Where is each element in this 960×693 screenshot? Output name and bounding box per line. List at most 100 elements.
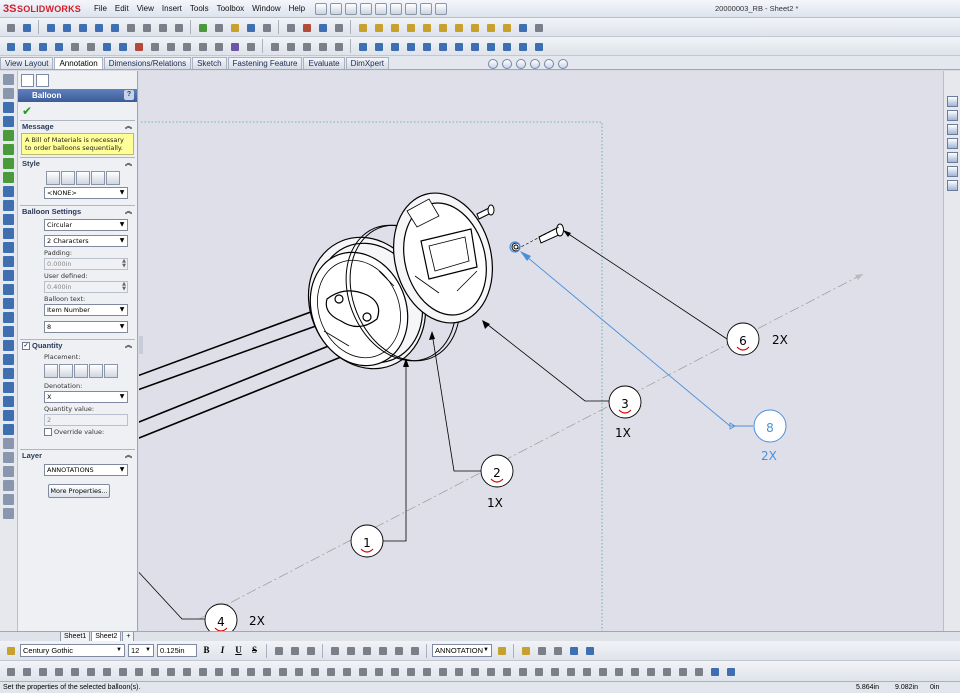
tables-icon[interactable] [316, 40, 329, 53]
solidworks-logo[interactable]: 3S SOLIDWORKS [0, 3, 82, 15]
centerline-icon[interactable] [140, 21, 153, 34]
tool-ab-icon[interactable] [436, 665, 449, 678]
menu-window[interactable]: Window [252, 4, 281, 13]
pattern-tool-icon[interactable] [3, 396, 14, 407]
align-top-icon[interactable] [404, 40, 417, 53]
padding-input[interactable]: 0.000in▲▼ [44, 258, 128, 270]
tool-h-icon[interactable] [116, 665, 129, 678]
tab-dimensions-relations[interactable]: Dimensions/Relations [103, 57, 192, 69]
line-thickness-icon[interactable] [535, 644, 548, 657]
tool-j-icon[interactable] [148, 665, 161, 678]
file-properties-icon[interactable] [420, 2, 433, 15]
cover-plate[interactable] [380, 182, 507, 334]
tool-o-icon[interactable] [228, 665, 241, 678]
centerline-tool-icon[interactable] [3, 452, 14, 463]
strikethrough-button[interactable]: S [251, 645, 257, 655]
tool-k-icon[interactable] [164, 665, 177, 678]
tool-ar-icon[interactable] [692, 665, 705, 678]
broken-view-icon[interactable] [436, 21, 449, 34]
hole-callout-icon[interactable] [180, 40, 193, 53]
linear-pattern-icon[interactable] [84, 40, 97, 53]
file-explorer-icon[interactable] [947, 124, 958, 135]
magnetic-line-icon[interactable] [132, 40, 145, 53]
tool-q-icon[interactable] [260, 665, 273, 678]
arc-tool-icon[interactable] [3, 144, 14, 155]
line-style-icon[interactable] [551, 644, 564, 657]
line-icon[interactable] [44, 21, 57, 34]
new-macro-icon[interactable] [260, 21, 273, 34]
line-color-icon[interactable] [519, 644, 532, 657]
hide-show-icon[interactable] [558, 59, 568, 69]
underline-button[interactable]: U [235, 645, 242, 655]
user-defined-input[interactable]: 0.400in▲▼ [44, 281, 128, 293]
save-icon[interactable] [345, 2, 358, 15]
relations-tool-icon[interactable] [3, 410, 14, 421]
placement-auto-icon[interactable] [104, 364, 118, 378]
tool-w-icon[interactable] [356, 665, 369, 678]
format-6-icon[interactable] [408, 644, 421, 657]
tab-view-layout[interactable]: View Layout [0, 57, 54, 69]
star-tool-icon[interactable] [3, 494, 14, 505]
copy-tool-icon[interactable] [3, 382, 14, 393]
format-1-icon[interactable] [328, 644, 341, 657]
spinner-icon[interactable]: ▲▼ [122, 258, 126, 269]
previous-view-icon[interactable] [516, 59, 526, 69]
override-checkbox[interactable] [44, 428, 52, 436]
center-mark-icon[interactable] [268, 40, 281, 53]
lower-text-select[interactable]: 8▼ [44, 321, 128, 333]
zoom-area-icon[interactable] [502, 59, 512, 69]
text-height-input[interactable]: 0.125in [157, 644, 197, 657]
alternate-position-icon[interactable] [468, 21, 481, 34]
sketch-tool-icon[interactable] [3, 130, 14, 141]
model-items-icon[interactable] [20, 40, 33, 53]
options-icon[interactable] [435, 2, 448, 15]
break-alignment-icon[interactable] [484, 21, 497, 34]
layer-properties-icon[interactable] [495, 644, 508, 657]
spinner-icon[interactable]: ▲▼ [122, 281, 126, 292]
tool-ad-icon[interactable] [468, 665, 481, 678]
font-size-select[interactable]: 12▼ [128, 644, 154, 657]
apply-style-icon[interactable] [46, 171, 60, 185]
tool-as-icon[interactable] [708, 665, 721, 678]
format-5-icon[interactable] [392, 644, 405, 657]
placement-bottom-icon[interactable] [89, 364, 103, 378]
collapse-icon[interactable]: ︽ [125, 160, 132, 167]
camera-icon[interactable] [284, 21, 297, 34]
menu-toolbox[interactable]: Toolbox [216, 4, 245, 13]
edit-macro-icon[interactable] [244, 21, 257, 34]
tool-z-icon[interactable] [404, 665, 417, 678]
tool-t-icon[interactable] [308, 665, 321, 678]
slot-tool-icon[interactable] [3, 214, 14, 225]
graphics-area[interactable]: 1 2 1X 3 1X 4 2X 6 2X 8 [139, 71, 943, 631]
tool-am-icon[interactable] [612, 665, 625, 678]
rectangle-tool-icon[interactable] [3, 186, 14, 197]
play-icon[interactable] [316, 21, 329, 34]
tool-s-icon[interactable] [292, 665, 305, 678]
tool-aj-icon[interactable] [564, 665, 577, 678]
tool-ap-icon[interactable] [660, 665, 673, 678]
screws[interactable] [476, 204, 564, 252]
balloon-8-selected[interactable]: 8 2X [753, 409, 787, 463]
tool-an-icon[interactable] [628, 665, 641, 678]
projected-view-icon[interactable] [372, 21, 385, 34]
circle-icon[interactable] [76, 21, 89, 34]
tab-fastening-feature[interactable]: Fastening Feature [227, 57, 303, 69]
parabola-tool-icon[interactable] [3, 242, 14, 253]
record-macro-icon[interactable] [228, 21, 241, 34]
style-select[interactable]: <NONE>▼ [44, 187, 128, 199]
more-properties-button[interactable]: More Properties... [48, 484, 110, 498]
arc-icon[interactable] [92, 21, 105, 34]
tool-r-icon[interactable] [276, 665, 289, 678]
balloon-4[interactable]: 4 2X [204, 603, 265, 631]
smart-dim-tool-icon[interactable] [3, 88, 14, 99]
format-4-icon[interactable] [376, 644, 389, 657]
tool-i-icon[interactable] [132, 665, 145, 678]
rectangle-icon[interactable] [60, 21, 73, 34]
balloon-3[interactable]: 3 1X [608, 385, 642, 440]
tool-ac-icon[interactable] [452, 665, 465, 678]
tool-m-icon[interactable] [196, 665, 209, 678]
feature-manager-tab-icon[interactable] [36, 74, 49, 87]
tool-l-icon[interactable] [180, 665, 193, 678]
record-icon[interactable] [300, 21, 313, 34]
ok-check-button[interactable]: ✔ [22, 104, 33, 118]
